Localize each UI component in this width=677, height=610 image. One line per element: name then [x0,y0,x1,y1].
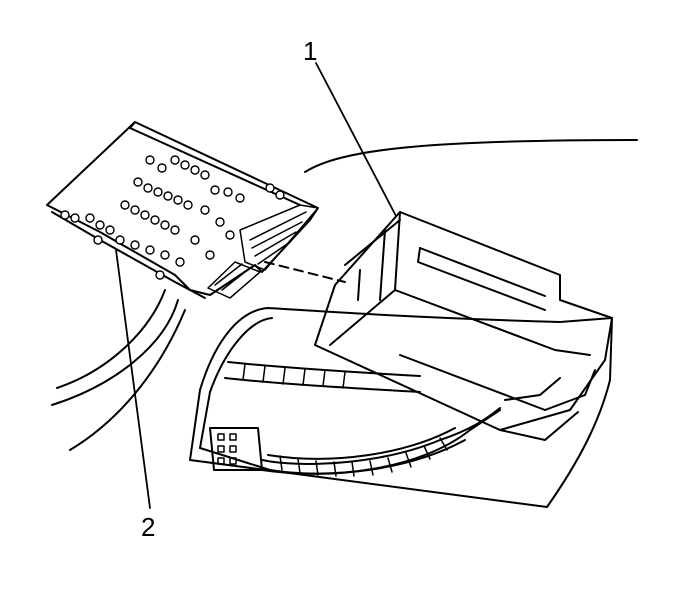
switch-carrier-module [314,211,613,441]
callout-label-1: 1 [303,36,318,66]
leader-line-2 [115,249,151,509]
alignment-dashed-line [264,261,346,283]
overhead-console-housing [189,307,613,508]
circuit-board [46,121,319,299]
callout-label-2: 2 [141,512,156,542]
leader-line-1 [315,62,397,217]
callout-leaders [115,62,397,509]
headliner-contour-lines [51,139,638,451]
